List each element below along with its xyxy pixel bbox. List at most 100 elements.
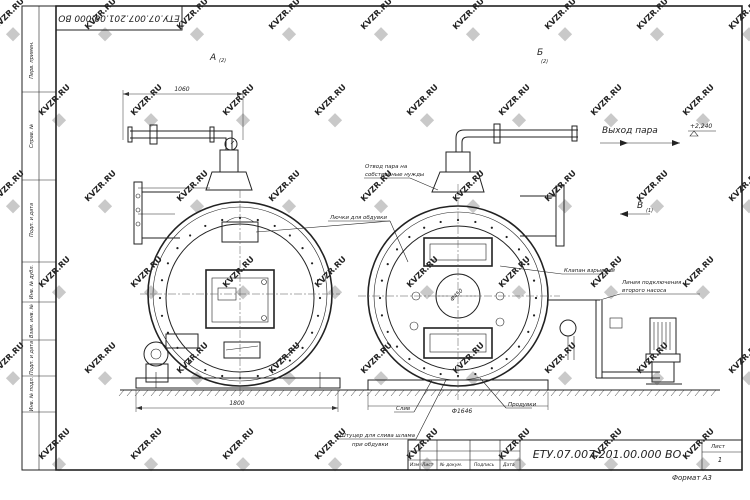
bolt [527,263,530,266]
steam-out-label: Выход пара [602,126,658,136]
bolt [408,235,411,239]
svg-text:KVZR.RU: KVZR.RU [359,0,394,31]
svg-text:KVZR.RU: KVZR.RU [451,0,486,31]
svg-text:KVZR.RU: KVZR.RU [405,427,440,462]
watermark: KVZR.RU [83,169,118,214]
steam-own-needs-1: Отвод пара на [365,164,408,170]
svg-text:KVZR.RU: KVZR.RU [221,255,256,290]
watermark: KVZR.RU [727,169,750,214]
watermark: KVZR.RU [313,83,348,128]
steam-own-needs-2: собственные нужды [365,172,425,178]
bolt [380,279,384,282]
title-row-header: Лист [421,462,434,468]
dim-1800: 1800 [135,390,339,412]
watermark: KVZR.RU [589,255,624,300]
strip-label: Справ. № [29,124,35,148]
view-a-label: А (2) [209,53,226,64]
blowdown-hatches-label: Лючки для обдувки [329,215,387,221]
right-view: Ф450 Ф1646 Б (2) [358,48,578,415]
svg-text:KVZR.RU: KVZR.RU [635,169,670,204]
watermark: KVZR.RU [497,83,532,128]
dim-1800-label: 1800 [229,400,244,407]
bolt [316,314,320,317]
svg-text:KVZR.RU: KVZR.RU [175,169,210,204]
dim-1060-label: 1060 [174,86,189,93]
watermark: KVZR.RU [543,169,578,214]
second-pump-line-1: Линия подключения [621,280,682,286]
svg-text:KVZR.RU: KVZR.RU [313,427,348,462]
watermark: KVZR.RU [727,341,750,386]
strip-label: Инв. № подл. [29,377,35,412]
title-row-header: Подпись [474,462,495,468]
bolt [256,218,259,222]
explosion-valve-label: Клапан взрывной [564,268,615,274]
svg-text:KVZR.RU: KVZR.RU [497,427,532,462]
svg-text:KVZR.RU: KVZR.RU [727,0,750,31]
ground-line [118,389,720,397]
watermark: KVZR.RU [0,0,26,42]
bolt [505,235,508,239]
pump-assembly [548,299,682,385]
rotated-designation-box: ЕТУ.07.007.201.00.000 ВО [55,5,183,31]
watermark: KVZR.RU [681,427,716,472]
bolt [273,224,276,228]
bolt [490,367,493,370]
strip-label: Подп. и дата [29,203,35,237]
svg-text:В: В [637,201,643,211]
sludge-fitting-1: Штуцер для слива шлама [340,433,416,439]
drain-label: Слив [396,406,410,412]
svg-text:KVZR.RU: KVZR.RU [221,427,256,462]
bolt [439,372,442,376]
bolt [310,262,314,265]
svg-text:KVZR.RU: KVZR.RU [497,255,532,290]
watermark: KVZR.RU [83,341,118,386]
svg-text:KVZR.RU: KVZR.RU [129,427,164,462]
bolt [532,279,536,282]
svg-text:KVZR.RU: KVZR.RU [681,83,716,118]
svg-text:KVZR.RU: KVZR.RU [451,169,486,204]
view-b-label: Б (2) [537,48,548,65]
strip-label: Инв. № дубл. [29,265,35,299]
bolt [189,234,192,237]
bolt [490,226,493,229]
svg-text:KVZR.RU: KVZR.RU [37,427,72,462]
bolt [158,296,162,300]
bolt [408,357,411,361]
svg-text:(1): (1) [646,208,653,214]
svg-text:KVZR.RU: KVZR.RU [313,255,348,290]
sheet-value: 1 [718,456,722,464]
title-block: ЕТУ.07.007.201.00.000 ВО Лист 1 Формат А… [407,439,743,482]
bolt [160,314,164,317]
bolt [160,279,164,282]
bolt [176,247,179,250]
svg-text:KVZR.RU: KVZR.RU [267,169,302,204]
annotations: Выход пара +2,240 В (1) Отвод пара на со… [255,123,716,448]
strip-label: Подп. и дата [29,341,35,375]
watermark: KVZR.RU [635,341,670,386]
bolt [386,330,389,333]
bolt [378,296,382,300]
dim-1646-label: Ф1646 [452,408,473,415]
svg-text:KVZR.RU: KVZR.RU [37,255,72,290]
title-row-header: Дата [502,462,515,468]
elevation-label: +2,240 [690,123,712,130]
bolt [204,224,207,228]
watermark: KVZR.RU [405,83,440,128]
bolt [316,279,320,282]
svg-text:KVZR.RU: KVZR.RU [221,83,256,118]
bolt [288,359,291,362]
bolt [166,262,170,265]
format-label: Формат А3 [672,474,712,482]
bolt [517,248,521,251]
svg-text:KVZR.RU: KVZR.RU [543,341,578,376]
title-row-header: № докум. [439,462,462,468]
svg-text:KVZR.RU: KVZR.RU [589,83,624,118]
dim-1060: 1060 [122,86,244,140]
watermark: KVZR.RU [589,83,624,128]
watermark: KVZR.RU [681,255,716,300]
watermark-layer: KVZR.RU KVZR.RU KVZR.RU KVZR.RU KVZR.RU KVZR.… [0,0,750,472]
bolt [318,296,322,300]
title-row-header: Изм [410,462,420,468]
bolt [380,314,384,317]
